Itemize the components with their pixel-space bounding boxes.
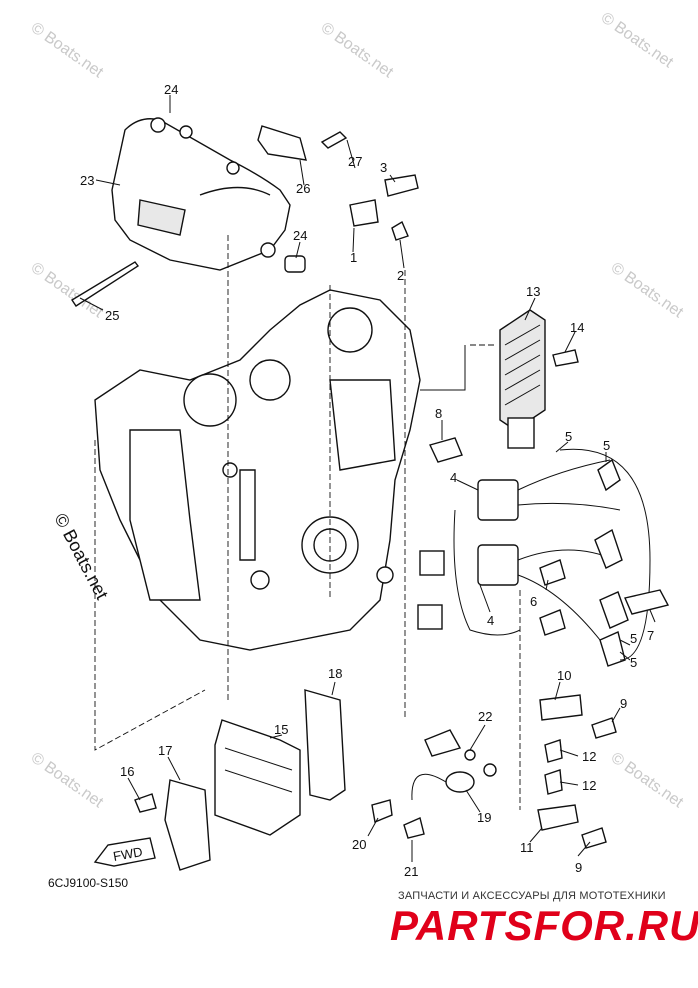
callout-13: 13 — [526, 284, 540, 299]
callout-23: 23 — [80, 173, 94, 188]
ignition-coils — [453, 459, 621, 641]
band-25 — [71, 261, 140, 307]
bracket-11 — [537, 804, 579, 831]
rectifier-regulator — [499, 309, 546, 449]
callout-12: 12 — [582, 749, 596, 764]
sensor-22 — [424, 729, 462, 757]
bolt-9 — [591, 717, 617, 739]
spark-plug-caps — [559, 448, 651, 667]
bolt-14 — [552, 349, 579, 367]
watermark-text: © Boats.net — [318, 19, 397, 81]
bolt-27 — [320, 131, 348, 149]
callout-6: 6 — [530, 594, 537, 609]
clip-12 — [544, 739, 563, 763]
holder-3 — [384, 174, 419, 197]
bolt-16 — [134, 793, 157, 813]
callout-24: 24 — [164, 82, 178, 97]
leader-lines — [79, 95, 656, 862]
cdi-unit — [214, 719, 301, 836]
flywheel-cover — [111, 117, 306, 273]
forward-direction-arrow: FWD — [93, 837, 156, 867]
callout-17: 17 — [158, 743, 172, 758]
callout-27: 27 — [348, 154, 362, 169]
callout-5d: 5 — [630, 655, 637, 670]
watermark-text: © Boats.net — [608, 259, 687, 321]
clamp-6b — [539, 609, 566, 636]
callout-2: 2 — [397, 268, 404, 283]
callout-22: 22 — [478, 709, 492, 724]
watermark-text: © Boats.net — [28, 749, 107, 811]
callout-26: 26 — [296, 181, 310, 196]
holder-7 — [624, 589, 670, 615]
watermark-text: © Boats.net — [28, 19, 107, 81]
callout-numbers: 1 2 3 4 4 5 5 5 5 6 7 8 9 9 10 11 12 12 … — [80, 82, 654, 879]
bracket-10 — [539, 694, 583, 721]
callout-16: 16 — [120, 764, 134, 779]
callout-18: 18 — [328, 666, 342, 681]
grommet-19 — [445, 771, 475, 793]
connector — [417, 604, 443, 630]
clamp-8 — [429, 437, 463, 463]
watermark-text: © Boats.net — [608, 749, 687, 811]
callout-12b: 12 — [582, 778, 596, 793]
bracket-1 — [349, 199, 379, 227]
callout-25: 25 — [105, 308, 119, 323]
callout-5: 5 — [565, 429, 572, 444]
callout-11: 11 — [520, 840, 534, 855]
clamp-6 — [539, 559, 566, 586]
sensor-lead — [411, 773, 447, 801]
callout-7: 7 — [647, 628, 654, 643]
callout-9: 9 — [620, 696, 627, 711]
fwd-label: FWD — [112, 844, 144, 864]
callout-21: 21 — [404, 864, 418, 879]
callout-4: 4 — [450, 470, 457, 485]
callout-15: 15 — [274, 722, 288, 737]
callout-20: 20 — [352, 837, 366, 852]
callout-9b: 9 — [575, 860, 582, 875]
washer — [464, 749, 476, 761]
bracket-17 — [164, 779, 211, 871]
callout-1: 1 — [350, 250, 357, 265]
bolt-2 — [391, 220, 409, 241]
callout-10: 10 — [557, 668, 571, 683]
connector — [419, 550, 445, 576]
callout-5c: 5 — [630, 631, 637, 646]
bracket-20 — [371, 799, 393, 823]
callout-8: 8 — [435, 406, 442, 421]
engine-block — [94, 289, 421, 651]
callout-24b: 24 — [293, 228, 307, 243]
shop-logo: PARTSFOR.RU — [390, 902, 698, 949]
washer — [483, 763, 497, 777]
callout-5b: 5 — [603, 438, 610, 453]
relay — [257, 125, 307, 161]
callout-3: 3 — [380, 160, 387, 175]
clip-12b — [544, 769, 563, 795]
bolt-9b — [581, 827, 607, 849]
callout-14: 14 — [570, 320, 584, 335]
watermark-text: © Boats.net — [598, 9, 677, 71]
shop-tagline: ЗАПЧАСТИ И АКСЕССУАРЫ ДЛЯ МОТОТЕХНИКИ — [398, 890, 666, 902]
bolt-21 — [403, 817, 425, 839]
callout-19: 19 — [477, 810, 491, 825]
callout-4b: 4 — [487, 613, 494, 628]
drawing-code: 6CJ9100-S150 — [48, 876, 129, 890]
bracket-18 — [304, 689, 346, 801]
